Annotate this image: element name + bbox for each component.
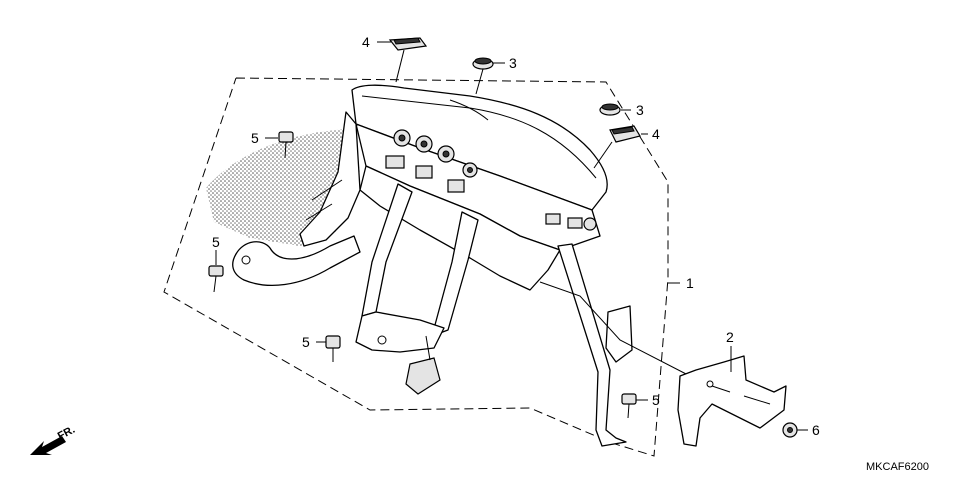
part-6-nut <box>782 422 798 438</box>
callout-5-lower: 5 <box>302 334 310 350</box>
lower-mount <box>355 311 445 353</box>
part-5-bolt-c <box>325 335 341 362</box>
meter-assembly <box>232 84 691 447</box>
right-stay-bracket <box>605 305 633 363</box>
part-4-cushion-a <box>388 37 428 51</box>
side-panel <box>299 111 361 247</box>
left-stay-arm <box>232 235 361 286</box>
callout-3-top: 3 <box>509 55 517 71</box>
callout-4-top: 4 <box>362 34 370 50</box>
sockets <box>385 129 597 231</box>
leader-lines <box>215 41 808 431</box>
callout-2: 2 <box>726 329 734 345</box>
front-arrow-icon <box>30 436 66 455</box>
center-stay-right <box>431 211 479 337</box>
part-4-cushion-b <box>609 125 641 143</box>
callout-1: 1 <box>686 275 694 291</box>
callout-5-upper-left: 5 <box>251 130 259 146</box>
part-3-grommet-a <box>472 57 494 70</box>
callout-4-right: 4 <box>652 126 660 142</box>
part-2-bracket <box>677 355 787 447</box>
part-5-bolt-a <box>278 131 294 159</box>
callout-5-right: 5 <box>652 392 660 408</box>
connector <box>405 357 441 395</box>
part-3-grommet-b <box>599 103 621 116</box>
meter-cover <box>351 84 608 211</box>
diagram-code: MKCAF6200 <box>866 461 929 473</box>
callout-5-left: 5 <box>212 234 220 250</box>
callout-3-right: 3 <box>636 102 644 118</box>
front-direction-indicator: FR. <box>30 424 77 455</box>
callout-6: 6 <box>812 422 820 438</box>
part-5-bolt-d <box>621 393 637 419</box>
part-5-bolt-b <box>208 265 224 293</box>
front-label: FR. <box>56 424 77 443</box>
